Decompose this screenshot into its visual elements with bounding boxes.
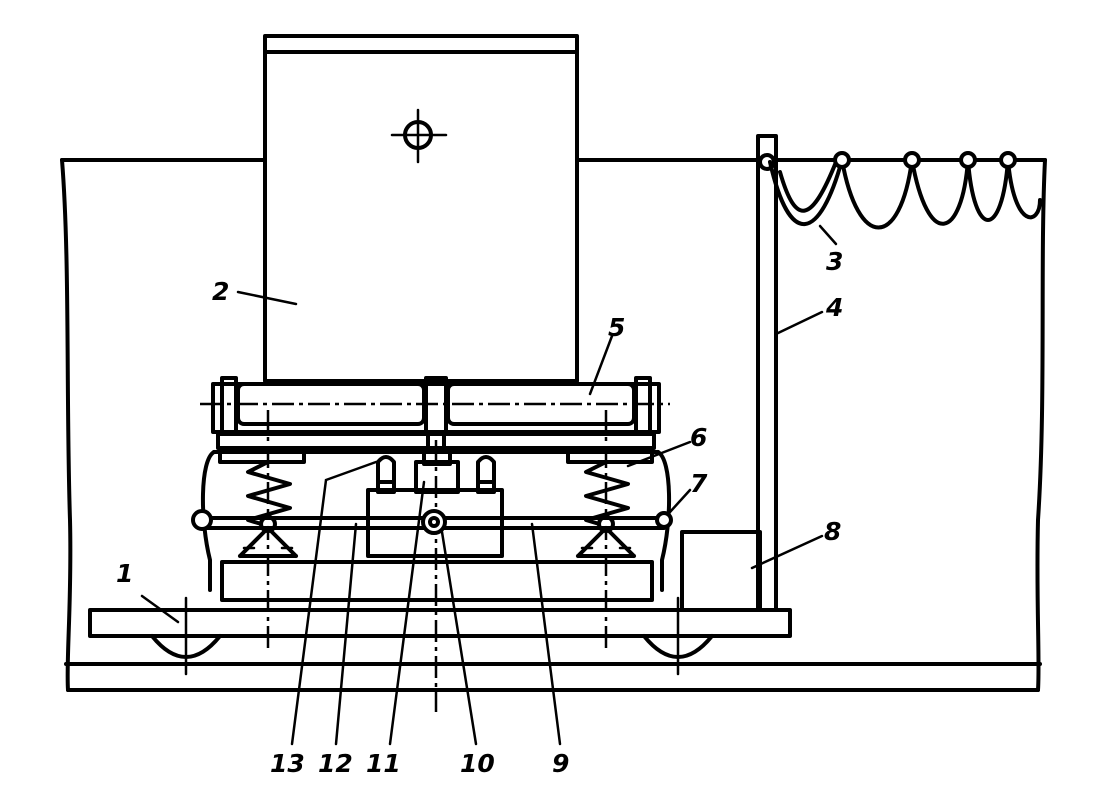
callout-13: 13: [270, 749, 305, 778]
callout-1: 1: [116, 559, 133, 588]
callout-9: 9: [552, 749, 569, 778]
part-4-rod: [756, 134, 778, 612]
callout-11: 11: [366, 749, 401, 778]
callout-labels: 1 2 3 4 5 6 7 8 9 10 11 12 13: [116, 247, 843, 778]
base-platform: [88, 560, 792, 676]
callout-6: 6: [690, 423, 707, 452]
part-2-body: [263, 34, 579, 383]
part-3-cable: [768, 151, 1042, 230]
callout-8: 8: [824, 517, 841, 546]
callout-10: 10: [460, 749, 495, 778]
callout-7: 7: [690, 469, 708, 498]
leader-lines: [140, 224, 838, 746]
switch-block: [366, 440, 504, 712]
part-5-rollers: [200, 376, 670, 450]
callout-3: 3: [826, 247, 843, 276]
callout-2: 2: [212, 277, 229, 306]
callout-5: 5: [608, 313, 625, 342]
callout-12: 12: [318, 749, 353, 778]
part-8-box: [680, 530, 762, 612]
callout-4: 4: [825, 293, 843, 322]
